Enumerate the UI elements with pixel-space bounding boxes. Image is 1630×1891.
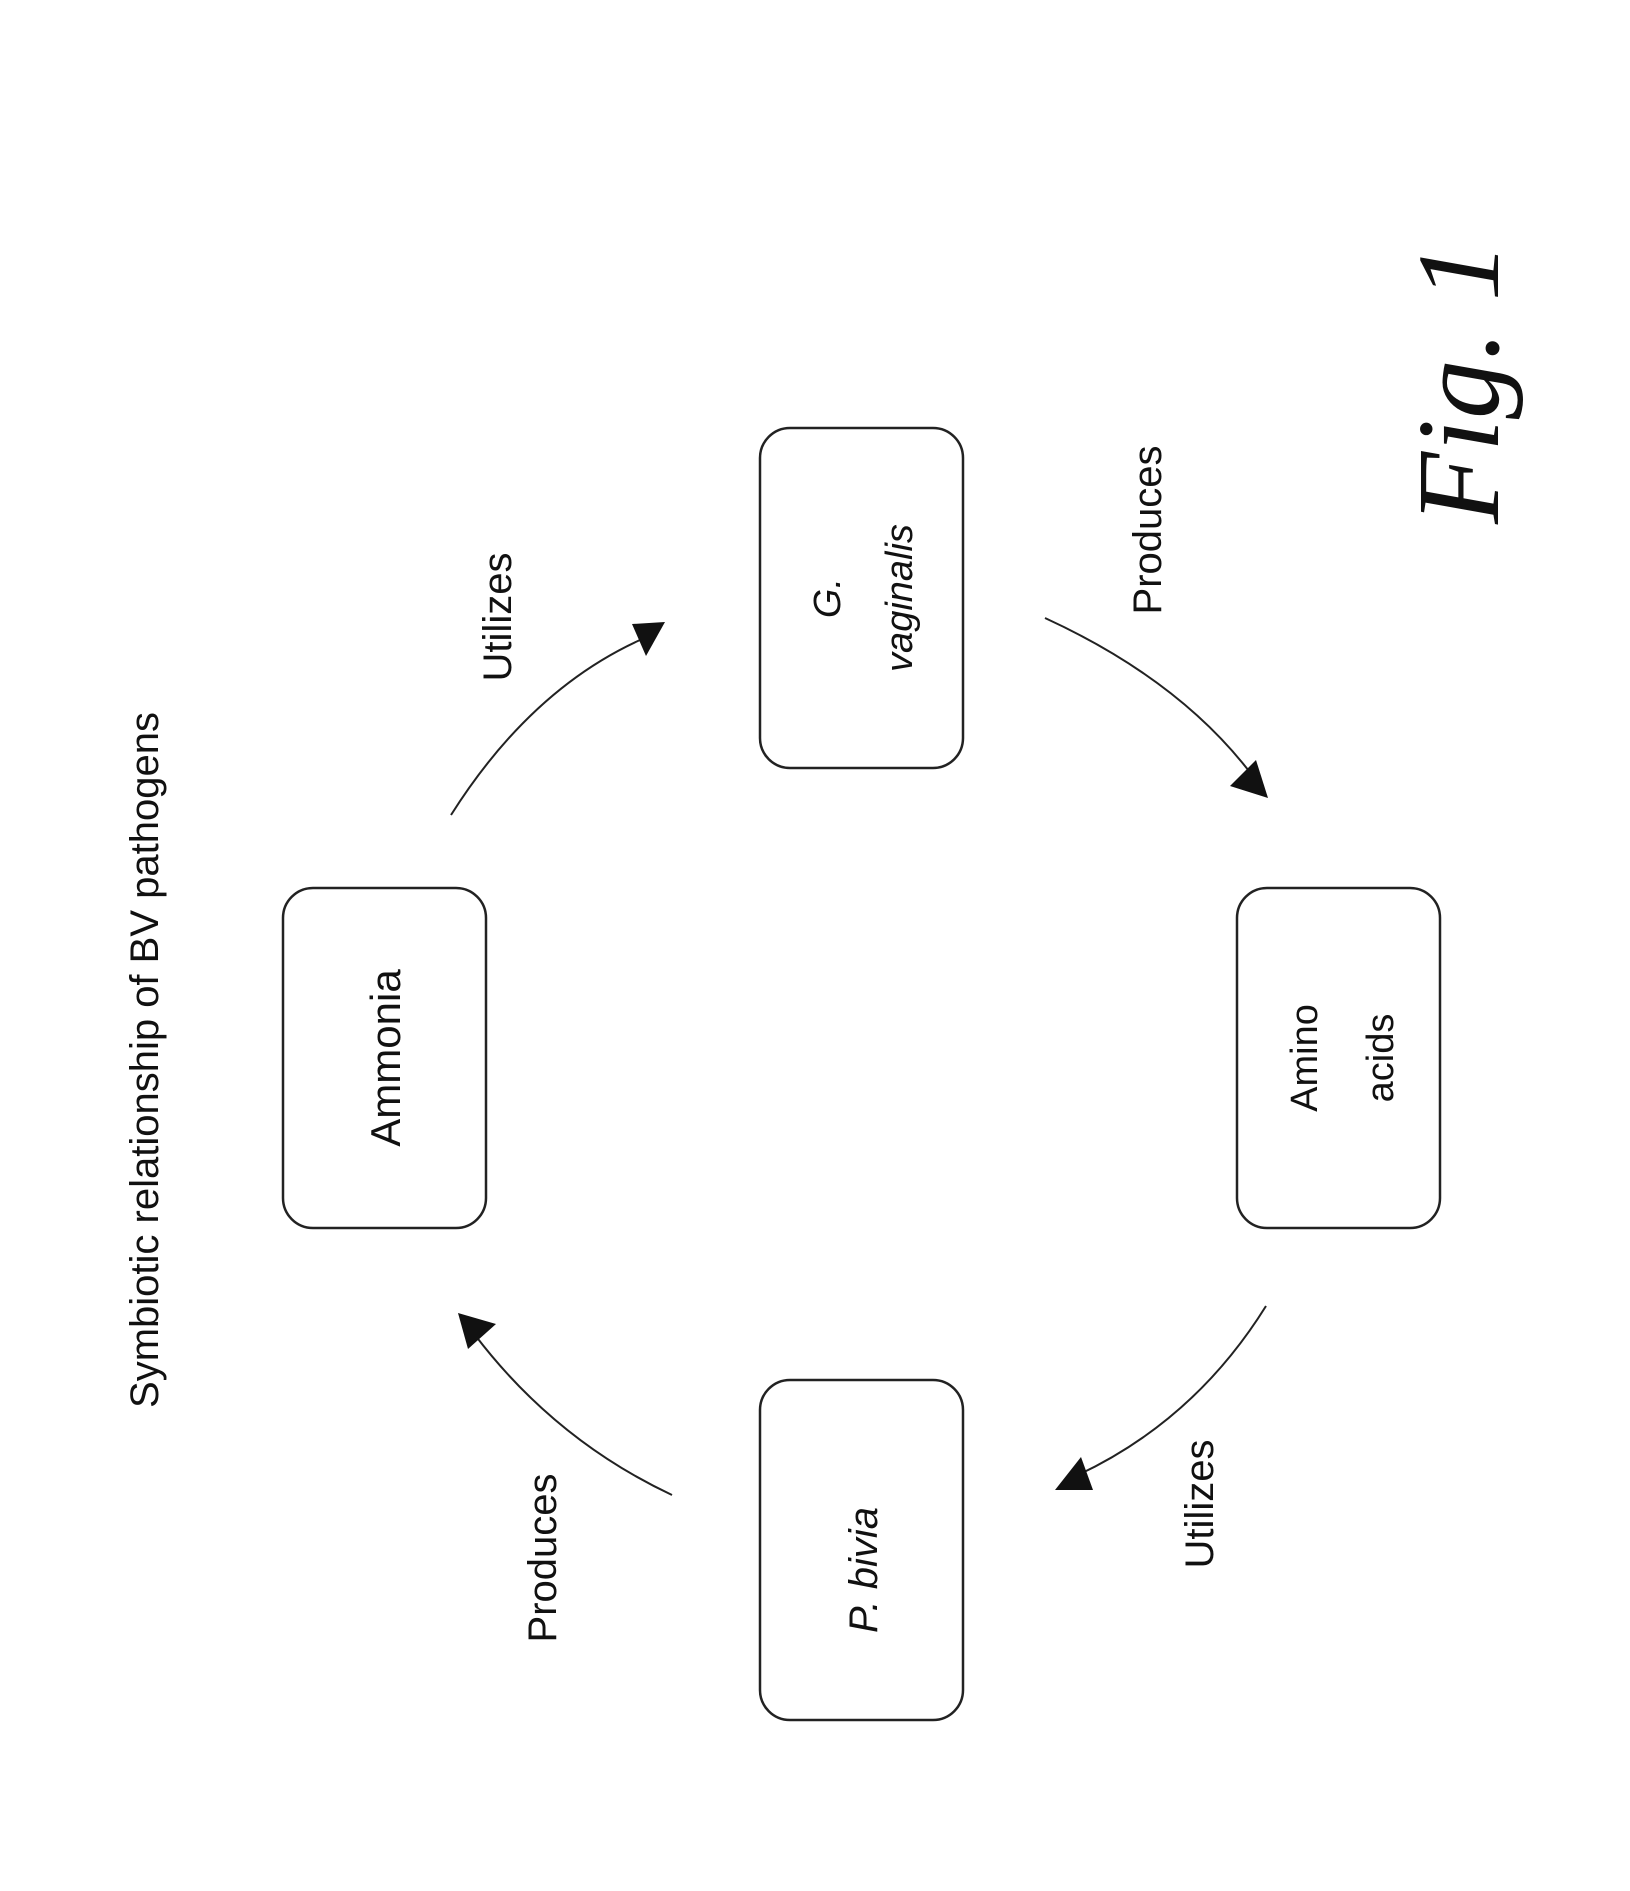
edge-g-vaginalis-to-amino-acids-arrowhead <box>1230 760 1268 798</box>
node-ammonia: Ammonia <box>283 888 486 1228</box>
figure-label: Fig. 1 <box>1393 242 1524 525</box>
node-g-vaginalis: G. vaginalis <box>760 428 963 768</box>
edge-g-vaginalis-to-amino-acids: Produces <box>1045 446 1268 798</box>
node-g-vaginalis-line1: G. <box>807 578 849 618</box>
node-amino-acids-box <box>1237 888 1440 1228</box>
node-ammonia-label: Ammonia <box>362 969 409 1147</box>
node-p-bivia-label: P. bivia <box>842 1507 886 1633</box>
edge-ammonia-to-g-vaginalis: Utilizes <box>451 553 665 815</box>
diagram-title: Symbiotic relationship of BV pathogens <box>123 712 167 1408</box>
edge-p-bivia-to-ammonia-arrowhead <box>458 1313 496 1349</box>
edge-amino-acids-to-p-bivia-line <box>1078 1306 1266 1475</box>
edge-amino-acids-to-p-bivia-label: Utilizes <box>1178 1440 1222 1569</box>
node-amino-acids: Amino acids <box>1237 888 1440 1228</box>
node-p-bivia: P. bivia <box>760 1380 963 1720</box>
node-amino-acids-line2: acids <box>1360 1014 1402 1103</box>
edge-p-bivia-to-ammonia-label: Produces <box>521 1474 565 1643</box>
node-g-vaginalis-line2: vaginalis <box>879 524 921 672</box>
edge-g-vaginalis-to-amino-acids-line <box>1045 618 1252 775</box>
edge-amino-acids-to-p-bivia: Utilizes <box>1055 1306 1266 1568</box>
node-g-vaginalis-box <box>760 428 963 768</box>
edge-p-bivia-to-ammonia-line <box>475 1335 672 1495</box>
edge-ammonia-to-g-vaginalis-label: Utilizes <box>476 553 520 682</box>
edge-amino-acids-to-p-bivia-arrowhead <box>1055 1457 1093 1490</box>
edge-p-bivia-to-ammonia: Produces <box>458 1313 672 1642</box>
edge-ammonia-to-g-vaginalis-arrowhead <box>632 622 665 656</box>
edge-g-vaginalis-to-amino-acids-label: Produces <box>1126 446 1170 615</box>
node-amino-acids-line1: Amino <box>1284 1004 1326 1112</box>
